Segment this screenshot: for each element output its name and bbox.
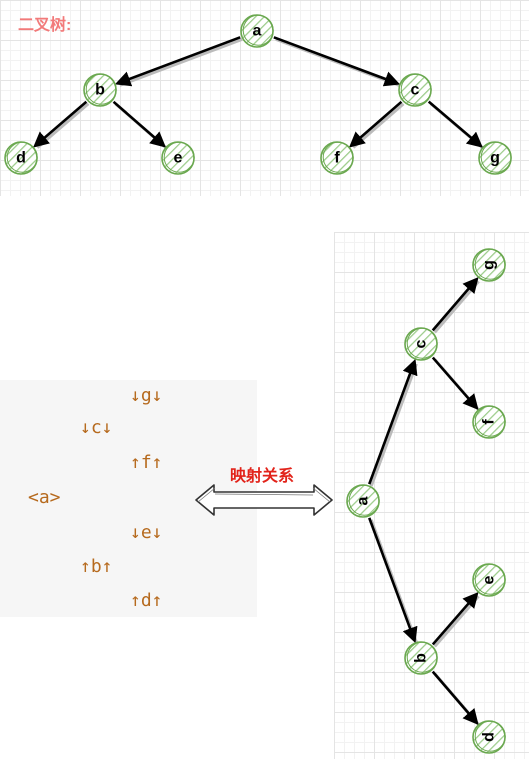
right-node-label-c: c xyxy=(413,339,430,348)
top-node-sketch-ring-c xyxy=(400,73,432,105)
right-node-f: f xyxy=(472,405,506,439)
right-node-sketch-ring-g xyxy=(474,248,506,280)
right-node-label-a: a xyxy=(355,496,372,505)
right-node-label-d: d xyxy=(481,732,498,742)
tree-title: 二叉树: xyxy=(18,17,72,34)
top-edge-c-g xyxy=(427,100,483,148)
right-edge-c-f xyxy=(431,356,479,411)
top-node-g: g xyxy=(478,141,512,175)
right-node-label-b: b xyxy=(413,653,430,663)
top-edge-a-b xyxy=(114,36,241,87)
right-edge-a-b xyxy=(368,517,418,644)
top-edge-shadow-a-b xyxy=(119,37,243,87)
right-node-sketch-ring-f xyxy=(474,405,506,437)
mapping-label: 映射关系 xyxy=(230,468,295,485)
top-node-sketch-ring-f xyxy=(322,141,354,173)
text-line-g: ↓g↓ xyxy=(130,385,163,406)
top-node-d: d xyxy=(4,141,38,175)
right-edge-shadow-b-e xyxy=(433,595,480,648)
top-edge-shadow-c-f xyxy=(352,102,405,149)
top-node-label-b: b xyxy=(95,82,105,99)
text-line-c: ↓c↓ xyxy=(80,417,113,438)
top-node-label-a: a xyxy=(253,23,262,40)
right-node-g: g xyxy=(472,248,506,282)
right-edge-b-d xyxy=(431,670,479,725)
top-node-c: c xyxy=(398,73,432,107)
right-node-sketch-ring-c xyxy=(406,327,438,359)
text-line-b: ↑b↑ xyxy=(80,556,113,577)
right-node-label-f: f xyxy=(481,419,498,425)
right-node-sketch-ring-e xyxy=(474,563,506,595)
top-node-a: a xyxy=(240,14,274,48)
top-edge-c-f xyxy=(348,100,403,148)
top-node-label-g: g xyxy=(490,150,500,167)
right-node-e: e xyxy=(472,563,506,597)
text-line-e: ↓e↓ xyxy=(130,522,163,543)
right-node-b: b xyxy=(404,641,438,675)
top-node-sketch-ring-g xyxy=(480,141,512,173)
right-edge-b-e xyxy=(431,591,479,646)
right-node-a: a xyxy=(346,484,380,518)
text-line-f: ↑f↑ xyxy=(130,452,163,473)
mapping-double-arrow xyxy=(195,484,333,516)
top-node-label-c: c xyxy=(411,82,420,99)
top-node-b: b xyxy=(83,73,117,107)
top-node-label-d: d xyxy=(16,150,26,167)
top-node-sketch-ring-e xyxy=(163,141,195,173)
right-edge-c-g xyxy=(431,277,479,332)
right-node-label-e: e xyxy=(481,575,498,584)
right-edge-shadow-c-g xyxy=(433,280,480,334)
top-edge-shadow-b-d xyxy=(36,102,90,149)
right-node-d: d xyxy=(472,720,506,754)
text-line-d: ↑d↑ xyxy=(130,590,163,611)
right-edge-a-c xyxy=(368,358,418,485)
right-node-label-g: g xyxy=(481,260,498,270)
top-node-f: f xyxy=(320,141,354,175)
top-node-sketch-ring-b xyxy=(85,73,117,105)
top-node-e: e xyxy=(161,141,195,175)
top-node-sketch-ring-a xyxy=(242,14,274,46)
right-edge-shadow-a-c xyxy=(369,363,418,487)
top-edge-b-d xyxy=(33,100,88,148)
top-node-label-e: e xyxy=(174,150,183,167)
right-node-sketch-ring-a xyxy=(348,484,380,516)
top-edge-a-c xyxy=(273,36,401,87)
right-node-sketch-ring-d xyxy=(474,720,506,752)
right-node-c: c xyxy=(404,327,438,361)
text-line-a: <a> xyxy=(28,487,61,508)
right-node-sketch-ring-b xyxy=(406,641,438,673)
top-edge-b-e xyxy=(112,100,167,148)
top-node-sketch-ring-d xyxy=(6,141,38,173)
top-node-label-f: f xyxy=(334,150,340,167)
